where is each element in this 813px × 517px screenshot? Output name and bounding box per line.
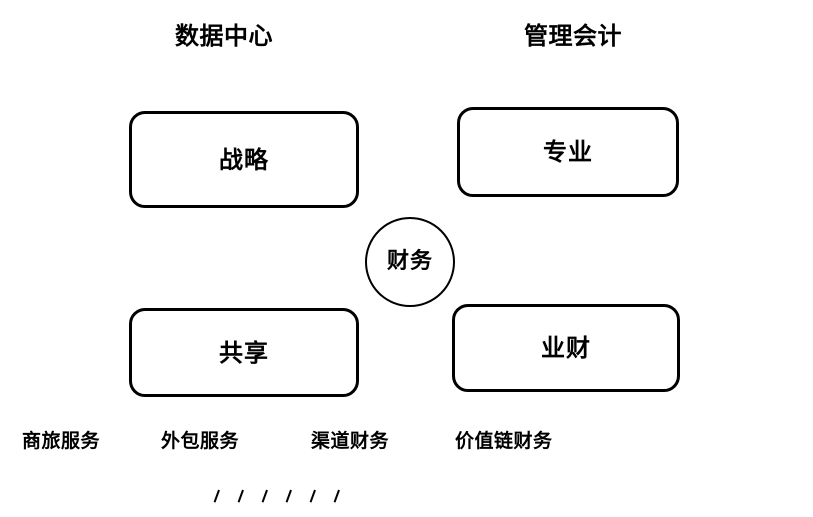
tick-mark xyxy=(309,489,316,503)
tick-mark xyxy=(237,489,244,503)
node-shared-label: 共享 xyxy=(219,338,269,367)
node-professional[interactable]: 专业 xyxy=(457,107,679,197)
node-finance-center[interactable]: 财务 xyxy=(365,217,455,307)
tick-mark xyxy=(333,489,340,503)
node-professional-label: 专业 xyxy=(543,138,593,166)
tick-mark xyxy=(261,489,268,503)
caption-channel-finance: 渠道财务 xyxy=(311,430,390,452)
tick-mark xyxy=(285,489,292,503)
node-business-finance-label: 业财 xyxy=(541,334,591,362)
tick-mark-row xyxy=(213,489,348,510)
node-business-finance[interactable]: 业财 xyxy=(452,304,680,392)
node-strategy-label: 战略 xyxy=(219,145,269,174)
caption-outsourcing-service: 外包服务 xyxy=(161,430,240,452)
node-strategy[interactable]: 战略 xyxy=(129,111,359,208)
column-header-data-center: 数据中心 xyxy=(175,22,273,50)
caption-business-travel-service: 商旅服务 xyxy=(22,430,101,452)
caption-value-chain-finance: 价值链财务 xyxy=(455,430,553,452)
node-finance-label: 财务 xyxy=(386,249,433,274)
node-shared[interactable]: 共享 xyxy=(129,308,359,397)
column-header-management-accounting: 管理会计 xyxy=(524,22,622,50)
tick-mark xyxy=(213,489,220,503)
